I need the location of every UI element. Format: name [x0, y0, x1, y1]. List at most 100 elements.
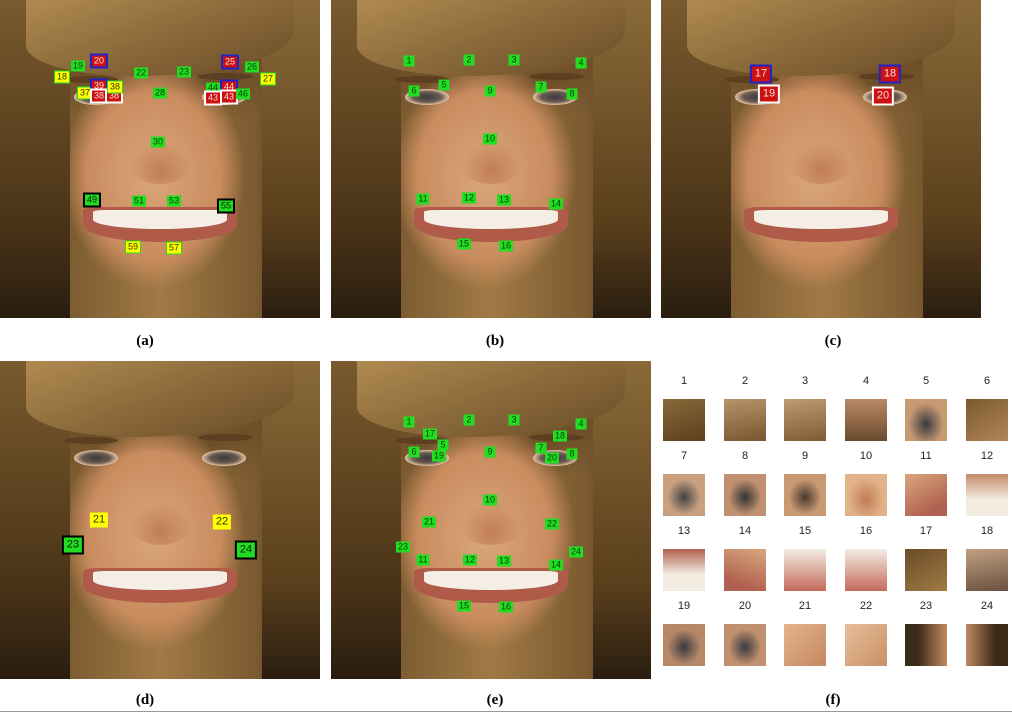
- landmark-marker: 1: [403, 55, 415, 67]
- landmark-marker: 15: [456, 600, 472, 612]
- patch-label: 3: [801, 375, 809, 387]
- landmark-marker: 25: [220, 54, 240, 70]
- eyebrow-left: [395, 76, 450, 84]
- landmark-marker: 9: [484, 85, 496, 97]
- panel-caption: (f): [825, 692, 841, 708]
- landmark-marker: 19: [757, 84, 781, 104]
- face-patch: [784, 549, 826, 591]
- landmark-marker: 26: [244, 61, 260, 73]
- landmark-marker: 20: [871, 86, 895, 106]
- panel-caption: (d): [135, 692, 155, 708]
- eyebrow-right: [529, 73, 584, 81]
- patch-label: 12: [980, 450, 994, 462]
- landmark-marker: 5: [437, 439, 449, 451]
- eyebrow-left: [64, 437, 119, 445]
- face-patch: [905, 474, 947, 516]
- landmark-marker: 15: [456, 238, 472, 250]
- landmark-marker: 22: [544, 518, 560, 530]
- face-patch: [845, 549, 887, 591]
- patch-label: 21: [798, 600, 812, 612]
- landmark-marker: 20: [544, 452, 560, 464]
- face-patch: [724, 399, 766, 441]
- landmark-marker: 30: [150, 136, 166, 148]
- face-patch: [663, 399, 705, 441]
- nose: [789, 139, 853, 185]
- landmark-marker: 10: [482, 133, 498, 145]
- face-patch: [905, 624, 947, 666]
- landmark-marker: 2: [463, 414, 475, 426]
- panel-caption: (a): [136, 333, 154, 349]
- landmark-marker: 22: [133, 67, 149, 79]
- eye-right: [532, 89, 578, 105]
- face-patch: [663, 549, 705, 591]
- teeth: [423, 570, 559, 590]
- face-patch: [845, 624, 887, 666]
- face-patch: [724, 624, 766, 666]
- panel-caption: (e): [486, 692, 504, 708]
- landmark-marker: 53: [166, 195, 182, 207]
- landmark-marker: 13: [496, 555, 512, 567]
- landmark-marker: 13: [496, 194, 512, 206]
- panel-caption: (b): [485, 333, 505, 349]
- nose: [459, 500, 523, 546]
- patch-label: 13: [677, 525, 691, 537]
- landmark-marker: 17: [422, 428, 438, 440]
- face-patch: [966, 399, 1008, 441]
- landmark-marker: 5: [438, 79, 450, 91]
- landmark-marker: 19: [70, 60, 86, 72]
- panel-e: 1 2 3 4 17 5 6 19 9 7 18 20 8 10 21 22 2…: [331, 361, 651, 679]
- landmark-marker: 7: [535, 81, 547, 93]
- eyebrow-right: [198, 73, 253, 81]
- face-patch: [845, 474, 887, 516]
- landmark-marker: 1: [403, 416, 415, 428]
- face-patch: [663, 624, 705, 666]
- bottom-rule: [0, 711, 1012, 712]
- patch-label: 23: [919, 600, 933, 612]
- patch-label: 18: [980, 525, 994, 537]
- landmark-marker: 18: [552, 430, 568, 442]
- landmark-marker: 43: [203, 90, 223, 106]
- panel-d: 21 22 23 24: [0, 361, 320, 679]
- landmark-marker: 4: [575, 57, 587, 69]
- face-patch: [724, 474, 766, 516]
- eyebrow-right: [198, 434, 253, 442]
- landmark-marker: 51: [131, 195, 147, 207]
- panel-c: 17 18 19 20: [661, 0, 981, 318]
- landmark-marker: 38: [106, 80, 124, 94]
- landmark-marker: 16: [498, 240, 514, 252]
- nose: [128, 500, 192, 546]
- landmark-marker: 59: [124, 240, 142, 254]
- landmark-marker: 8: [566, 88, 578, 100]
- patch-label: 17: [919, 525, 933, 537]
- landmark-marker: 6: [408, 85, 420, 97]
- panel-b: 1 2 3 4 6 5 9 7 8 10 11 12 13 14 15 16: [331, 0, 651, 318]
- patch-label: 8: [741, 450, 749, 462]
- patch-label: 10: [859, 450, 873, 462]
- landmark-marker: 11: [416, 193, 430, 205]
- landmark-marker: 57: [165, 241, 183, 255]
- patch-label: 9: [801, 450, 809, 462]
- landmark-marker: 11: [416, 554, 430, 566]
- patch-label: 11: [920, 450, 932, 462]
- teeth: [92, 209, 228, 229]
- landmark-marker: 28: [152, 87, 168, 99]
- landmark-marker: 3: [508, 54, 520, 66]
- patch-label: 16: [859, 525, 873, 537]
- patch-label: 1: [680, 375, 688, 387]
- landmark-marker: 18: [53, 70, 71, 84]
- eyebrow-left: [395, 437, 450, 445]
- landmark-marker: 14: [548, 559, 564, 571]
- patch-label: 19: [677, 600, 691, 612]
- landmark-marker: 14: [548, 198, 564, 210]
- face-patch: [966, 474, 1008, 516]
- patch-label: 22: [859, 600, 873, 612]
- face-patch: [784, 624, 826, 666]
- face-patch: [784, 399, 826, 441]
- landmark-marker: 46: [235, 88, 251, 100]
- face-patch: [845, 399, 887, 441]
- teeth: [753, 209, 889, 229]
- panel-caption: (c): [824, 333, 842, 349]
- face-patch: [905, 549, 947, 591]
- face-patch: [724, 549, 766, 591]
- face-patch: [966, 549, 1008, 591]
